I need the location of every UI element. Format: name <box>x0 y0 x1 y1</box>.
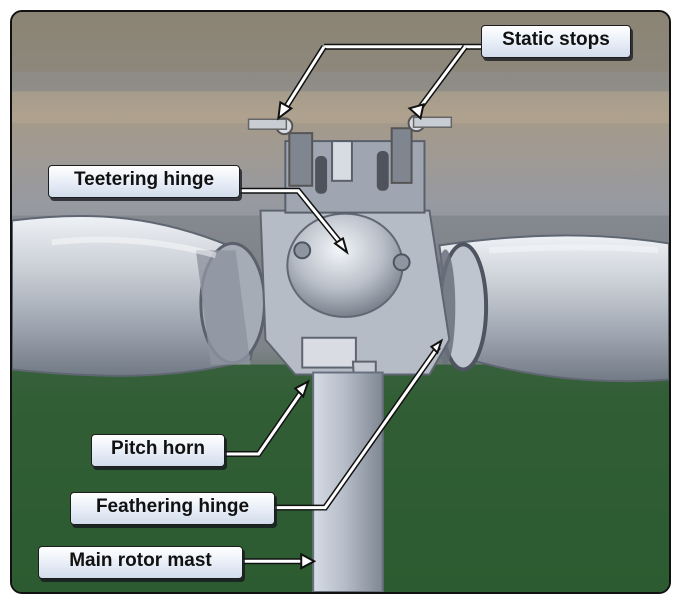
sandy-band <box>12 91 669 124</box>
main-rotor-mast-label: Main rotor mast <box>38 546 243 579</box>
right-blade-highlight <box>488 244 659 254</box>
static-stops-label: Static stops <box>481 25 631 58</box>
left-stop-bolt <box>247 118 288 130</box>
teetering-hinge-label: Teetering hinge <box>48 165 240 198</box>
right-rotor-blade <box>438 234 669 383</box>
main-rotor-mast <box>312 371 384 592</box>
left-grip-shadow <box>195 250 251 365</box>
center-post <box>331 140 353 182</box>
pitch-horn-block <box>301 336 357 369</box>
feathering-hinge-label: Feathering hinge <box>70 492 275 525</box>
right-bolt <box>392 253 411 272</box>
left-stop-arm <box>288 132 314 187</box>
arrow-heads <box>277 100 444 570</box>
right-damper <box>376 151 389 191</box>
right-stop-arm <box>390 127 413 184</box>
teetering-hinge-dome <box>286 212 404 318</box>
left-blade-highlight <box>51 236 217 259</box>
pitch-horn-label: Pitch horn <box>91 434 225 467</box>
left-bolt <box>293 241 312 260</box>
leader-lines <box>225 43 485 565</box>
right-stop-bolt <box>412 116 453 128</box>
left-damper <box>315 156 328 194</box>
